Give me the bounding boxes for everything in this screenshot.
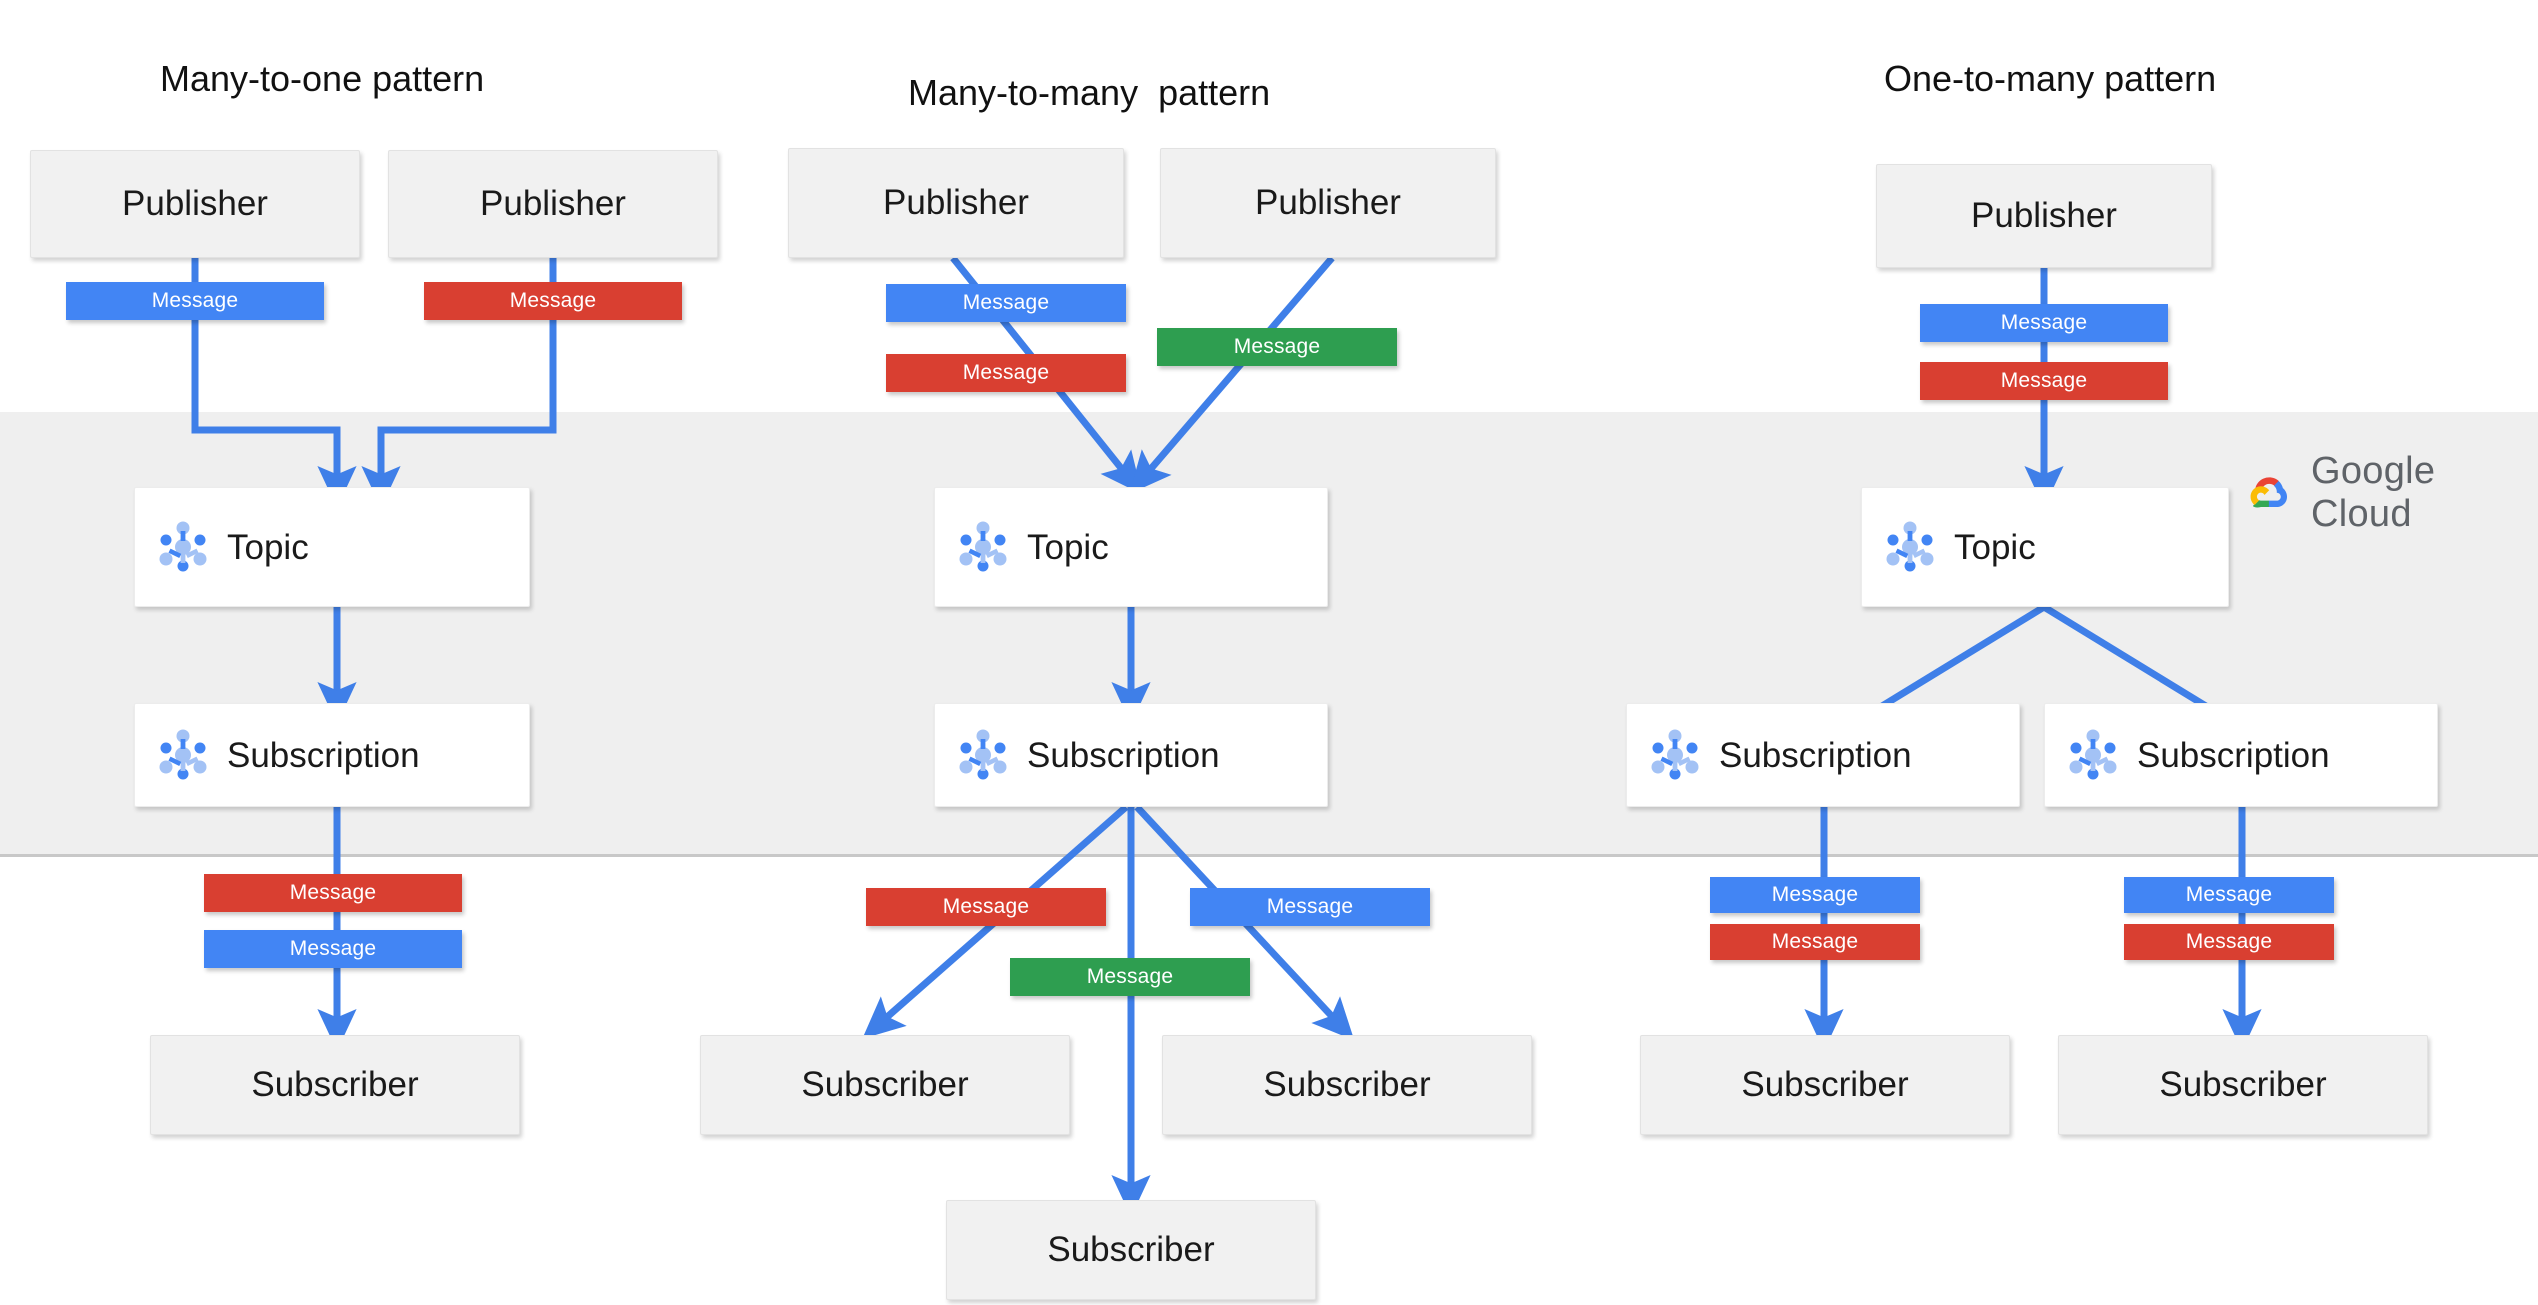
message-label: Message: [289, 937, 377, 960]
message-chip[interactable]: Message: [204, 930, 462, 968]
message-label: Message: [2000, 369, 2088, 392]
subscriber-label: Subscriber: [251, 1065, 419, 1104]
message-chip[interactable]: Message: [1710, 924, 1920, 960]
message-label: Message: [1233, 335, 1321, 358]
topic-label: Topic: [1027, 527, 1109, 567]
message-label: Message: [509, 289, 597, 312]
message-label: Message: [2185, 883, 2273, 906]
publisher-box[interactable]: Publisher: [1876, 164, 2212, 268]
message-label: Message: [1266, 895, 1354, 918]
subscriber-label: Subscriber: [1741, 1065, 1909, 1104]
column-title-one-to-many: One-to-many pattern: [1884, 58, 2217, 99]
pubsub-icon: [957, 521, 1009, 573]
topic-box[interactable]: Topic: [934, 487, 1328, 607]
brand-word-google: Google: [2311, 450, 2436, 492]
pubsub-icon: [157, 729, 209, 781]
subscription-box[interactable]: Subscription: [934, 703, 1328, 807]
google-cloud-cloud-icon: [2245, 473, 2293, 513]
publisher-label: Publisher: [122, 184, 268, 223]
publisher-box[interactable]: Publisher: [30, 150, 360, 258]
message-chip[interactable]: Message: [204, 874, 462, 912]
message-chip[interactable]: Message: [2124, 924, 2334, 960]
message-label: Message: [1771, 930, 1859, 953]
subscription-label: Subscription: [1027, 735, 1220, 775]
subscriber-box[interactable]: Subscriber: [1640, 1035, 2010, 1135]
subscriber-label: Subscriber: [801, 1065, 969, 1104]
message-label: Message: [2000, 311, 2088, 334]
subscription-box[interactable]: Subscription: [1626, 703, 2020, 807]
message-label: Message: [151, 289, 239, 312]
topic-label: Topic: [1954, 527, 2036, 567]
subscription-label: Subscription: [2137, 735, 2330, 775]
message-label: Message: [1771, 883, 1859, 906]
message-chip[interactable]: Message: [1157, 328, 1397, 366]
subscriber-box[interactable]: Subscriber: [2058, 1035, 2428, 1135]
message-label: Message: [962, 291, 1050, 314]
subscriber-box[interactable]: Subscriber: [700, 1035, 1070, 1135]
message-chip[interactable]: Message: [886, 284, 1126, 322]
brand-word-cloud: Cloud: [2311, 493, 2412, 535]
subscription-label: Subscription: [1719, 735, 1912, 775]
pubsub-icon: [957, 729, 1009, 781]
message-chip[interactable]: Message: [1920, 362, 2168, 400]
message-label: Message: [289, 881, 377, 904]
column-title-many-to-one: Many-to-one pattern: [160, 58, 485, 99]
google-cloud-logo: Google Cloud: [2245, 450, 2538, 536]
message-chip[interactable]: Message: [1190, 888, 1430, 926]
subscriber-box[interactable]: Subscriber: [946, 1200, 1316, 1300]
message-label: Message: [962, 361, 1050, 384]
publisher-label: Publisher: [1255, 183, 1401, 222]
message-chip[interactable]: Message: [424, 282, 682, 320]
pubsub-icon: [1884, 521, 1936, 573]
subscriber-label: Subscriber: [2159, 1065, 2327, 1104]
message-label: Message: [1086, 965, 1174, 988]
message-chip[interactable]: Message: [1710, 877, 1920, 913]
message-label: Message: [2185, 930, 2273, 953]
publisher-label: Publisher: [1971, 196, 2117, 235]
subscriber-label: Subscriber: [1047, 1230, 1215, 1269]
pubsub-icon: [1649, 729, 1701, 781]
message-chip[interactable]: Message: [66, 282, 324, 320]
message-chip[interactable]: Message: [1010, 958, 1250, 996]
column-title-many-to-many: Many-to-many pattern: [908, 72, 1271, 113]
subscription-box[interactable]: Subscription: [134, 703, 530, 807]
publisher-box[interactable]: Publisher: [388, 150, 718, 258]
topic-box[interactable]: Topic: [1861, 487, 2229, 607]
subscriber-box[interactable]: Subscriber: [1162, 1035, 1532, 1135]
google-cloud-wordmark: Google Cloud: [2311, 450, 2538, 536]
message-chip[interactable]: Message: [866, 888, 1106, 926]
subscription-box[interactable]: Subscription: [2044, 703, 2438, 807]
publisher-label: Publisher: [883, 183, 1029, 222]
message-chip[interactable]: Message: [1920, 304, 2168, 342]
publisher-label: Publisher: [480, 184, 626, 223]
topic-box[interactable]: Topic: [134, 487, 530, 607]
message-chip[interactable]: Message: [2124, 877, 2334, 913]
subscription-label: Subscription: [227, 735, 420, 775]
pubsub-icon: [157, 521, 209, 573]
subscriber-label: Subscriber: [1263, 1065, 1431, 1104]
pubsub-icon: [2067, 729, 2119, 781]
message-chip[interactable]: Message: [886, 354, 1126, 392]
subscriber-box[interactable]: Subscriber: [150, 1035, 520, 1135]
topic-label: Topic: [227, 527, 309, 567]
publisher-box[interactable]: Publisher: [788, 148, 1124, 258]
message-label: Message: [942, 895, 1030, 918]
publisher-box[interactable]: Publisher: [1160, 148, 1496, 258]
